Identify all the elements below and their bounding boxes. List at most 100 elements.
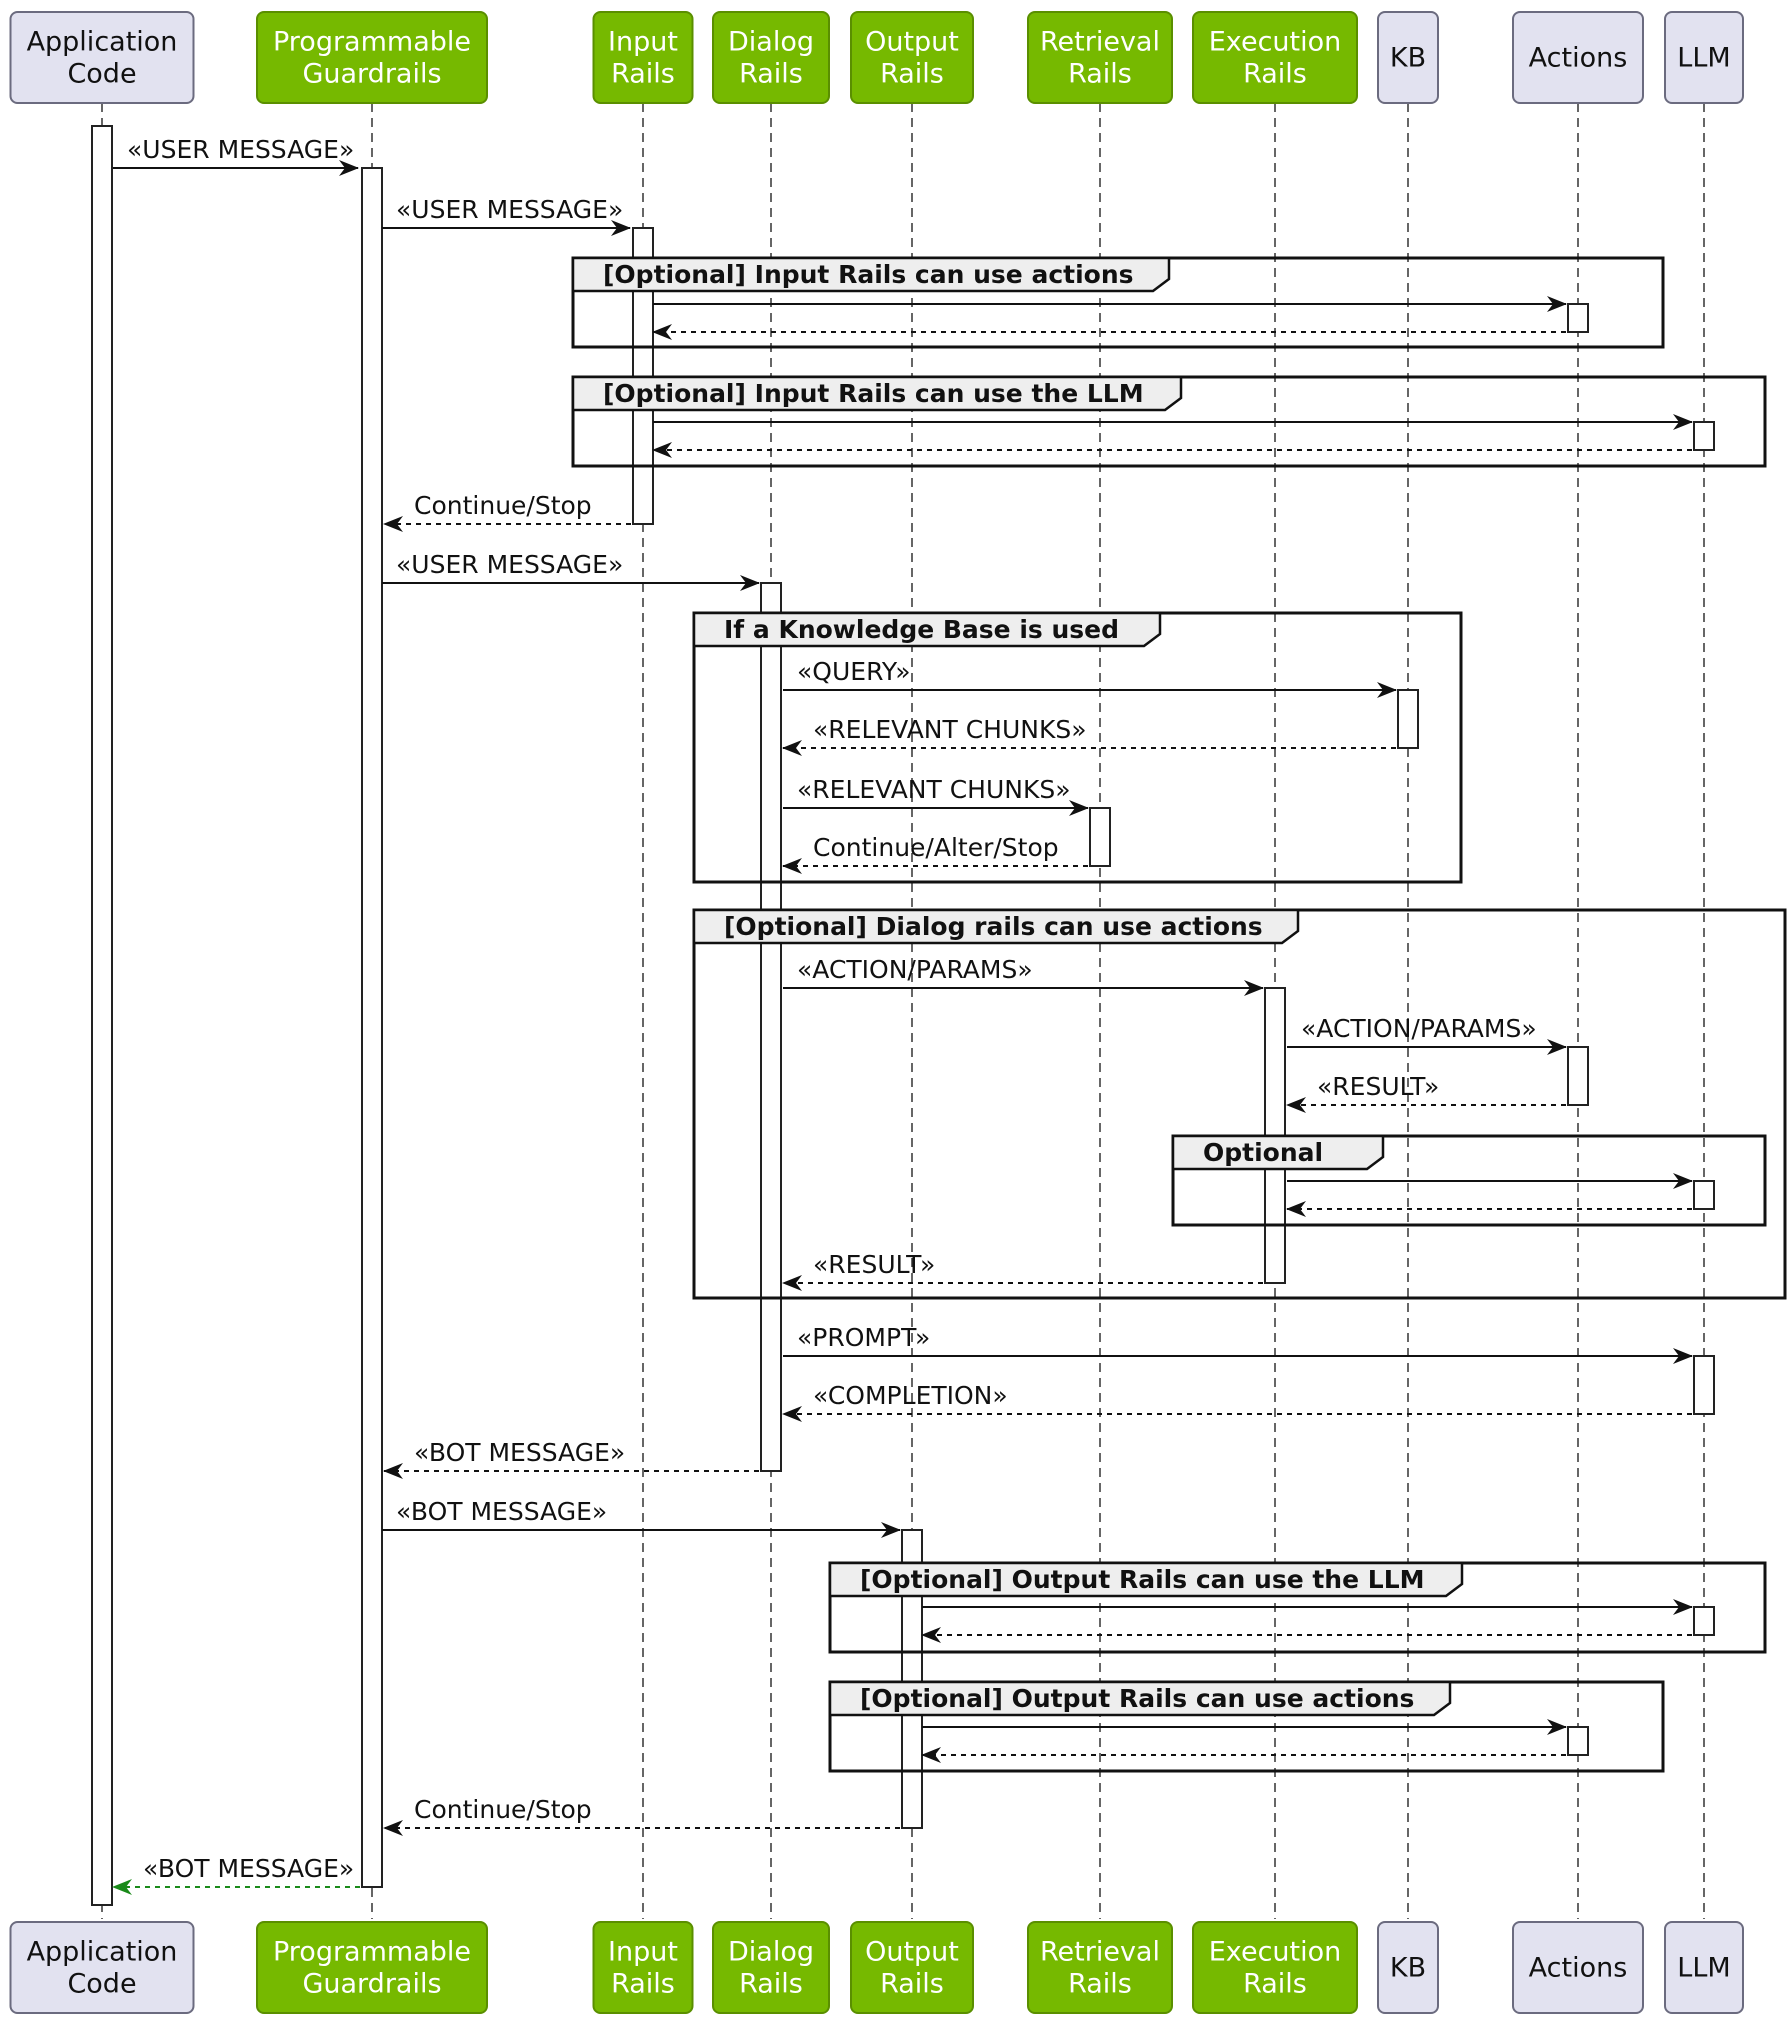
participant-llm-bottom: LLM (1664, 1921, 1744, 2014)
participant-label: Execution (1209, 27, 1342, 58)
participant-label: Input (608, 27, 678, 58)
participant-box (1664, 1921, 1744, 2014)
activation-actions (1567, 1726, 1589, 1756)
participant-label: Actions (1529, 1953, 1628, 1984)
activation-actions (1567, 303, 1589, 333)
participant-box (712, 1921, 830, 2014)
participant-label: Rails (1068, 1969, 1132, 2000)
participant-box (1664, 11, 1744, 104)
message-label: «COMPLETION» (813, 1381, 1008, 1410)
participant-label: Rails (1243, 59, 1307, 90)
participant-box (1027, 1921, 1173, 2014)
message-kb-to-dialog: «RELEVANT CHUNKS» (782, 715, 1396, 756)
message-input-to-pg: Continue/Stop (383, 491, 631, 532)
participant-label: Rails (1068, 59, 1132, 90)
message-pg-to-dialog: «USER MESSAGE» (382, 550, 760, 591)
message-output-to-pg: Continue/Stop (383, 1795, 900, 1836)
frame-tab (692, 611, 1162, 648)
frame-title: [Optional] Input Rails can use actions (603, 260, 1134, 289)
frame-tab (828, 1680, 1452, 1717)
participant-label: Application (27, 27, 178, 58)
participant-label: Input (608, 1937, 678, 1968)
participant-box (592, 11, 694, 104)
participant-label: Rails (611, 59, 675, 90)
message-label: «RESULT» (813, 1250, 935, 1279)
participant-label: Code (67, 1969, 136, 2000)
participant-label: Retrieval (1040, 1937, 1160, 1968)
participant-label: Code (67, 59, 136, 90)
frame-title: [Optional] Input Rails can use the LLM (603, 379, 1144, 408)
message-label: «RELEVANT CHUNKS» (813, 715, 1087, 744)
message-label: Continue/Alter/Stop (813, 833, 1059, 862)
fragment-frame: [Optional] Input Rails can use actions (571, 256, 1665, 349)
participant-box (1377, 1921, 1439, 2014)
activation-output (901, 1529, 923, 1829)
participant-box (9, 11, 195, 104)
fragment-frames: [Optional] Input Rails can use actions [O… (571, 256, 1787, 1773)
participant-label: Rails (611, 1969, 675, 2000)
participant-box (1192, 11, 1358, 104)
participant-label: Actions (1529, 43, 1628, 74)
activation-llm (1693, 1180, 1715, 1210)
participants: ApplicationCodeProgrammableGuardrailsInp… (9, 11, 1744, 2014)
activation-llm (1693, 1606, 1715, 1636)
participant-box (1512, 1921, 1644, 2014)
participant-label: Rails (880, 1969, 944, 2000)
message-llm-to-dialog: «COMPLETION» (782, 1381, 1692, 1422)
activation-llm (1693, 421, 1715, 451)
participant-box (256, 1921, 488, 2014)
participant-box (592, 1921, 694, 2014)
message-pg-to-app: «BOT MESSAGE» (112, 1854, 360, 1895)
frame-tab (571, 256, 1171, 293)
participant-label: Guardrails (302, 59, 441, 90)
activation-pg (361, 167, 383, 1888)
participant-label: Programmable (273, 1937, 471, 1968)
fragment-frame: [Optional] Dialog rails can use actions (692, 908, 1787, 1300)
activation-dialog (760, 582, 782, 1472)
message-execution-to-dialog: «RESULT» (782, 1250, 1263, 1291)
participant-box (850, 11, 974, 104)
participant-llm-top: LLM (1664, 11, 1744, 104)
frame-title: [Optional] Dialog rails can use actions (724, 912, 1263, 941)
frame-border (1171, 1134, 1767, 1227)
participant-label: Execution (1209, 1937, 1342, 1968)
message-label: «USER MESSAGE» (127, 135, 354, 164)
frame-tab (571, 375, 1183, 412)
message-label: «RESULT» (1317, 1072, 1439, 1101)
message-dialog-to-execution: «ACTION/PARAMS» (783, 955, 1264, 996)
frame-title: Optional (1203, 1138, 1323, 1167)
message-app-to-pg: «USER MESSAGE» (113, 135, 359, 176)
frame-title: [Optional] Output Rails can use the LLM (860, 1565, 1425, 1594)
participant-label: Retrieval (1040, 27, 1160, 58)
message-label: Continue/Stop (414, 1795, 592, 1824)
frame-title: If a Knowledge Base is used (724, 615, 1119, 644)
participant-label: Application (27, 1937, 178, 1968)
fragment-frame: [Optional] Output Rails can use actions (828, 1680, 1665, 1773)
participant-label: Rails (739, 1969, 803, 2000)
message-dialog-to-kb: «QUERY» (783, 657, 1397, 698)
message-execution-to-actions: «ACTION/PARAMS» (1287, 1014, 1567, 1055)
participant-box (1377, 11, 1439, 104)
fragment-frame: If a Knowledge Base is used (692, 611, 1463, 884)
frame-tab (828, 1561, 1464, 1598)
frame-title: [Optional] Output Rails can use actions (860, 1684, 1414, 1713)
message-label: «BOT MESSAGE» (143, 1854, 354, 1883)
participant-label: Dialog (728, 27, 814, 58)
message-label: Continue/Stop (414, 491, 592, 520)
participant-box (712, 11, 830, 104)
participant-label: LLM (1677, 43, 1730, 74)
activation-llm (1693, 1355, 1715, 1415)
participant-actions-bottom: Actions (1512, 1921, 1644, 2014)
message-pg-to-output: «BOT MESSAGE» (382, 1497, 901, 1538)
participant-label: Rails (1243, 1969, 1307, 2000)
message-retrieval-to-dialog: Continue/Alter/Stop (782, 833, 1088, 874)
